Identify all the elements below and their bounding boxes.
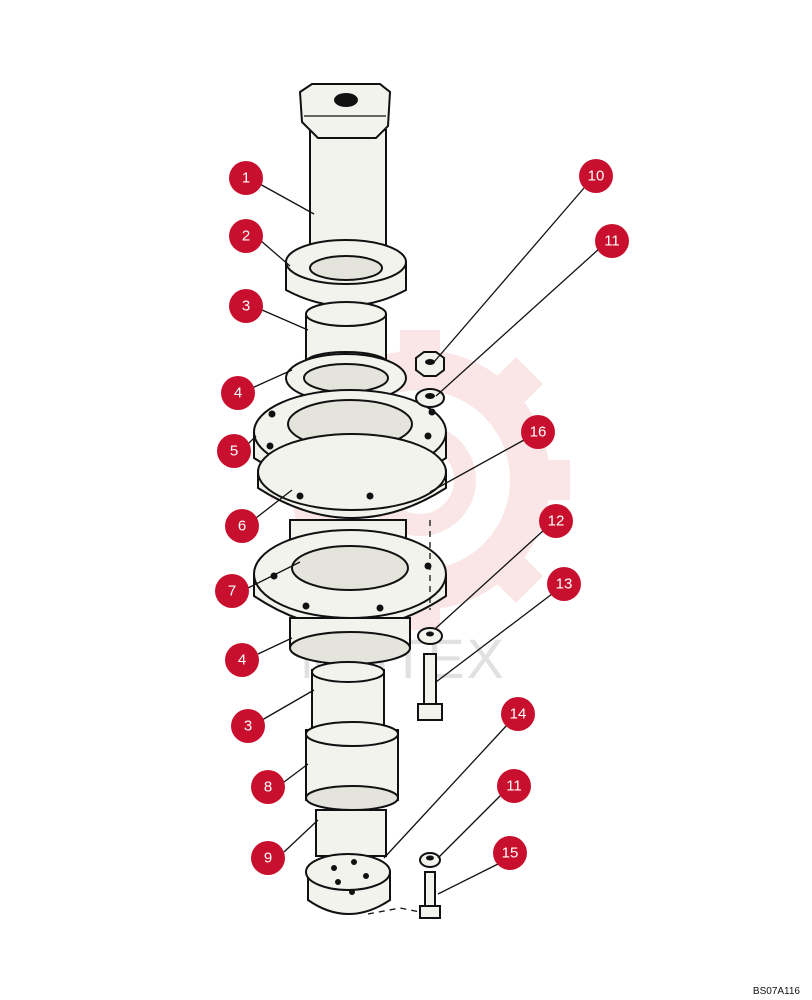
svg-text:12: 12 xyxy=(548,513,565,530)
svg-text:6: 6 xyxy=(238,518,246,535)
callout-3-lower: 3 xyxy=(231,709,265,743)
callout-9: 9 xyxy=(251,841,285,875)
callout-6: 6 xyxy=(225,509,259,543)
svg-text:11: 11 xyxy=(604,233,620,250)
callouts: 1 2 3 4 5 6 7 4 3 8 9 10 11 16 12 13 14 … xyxy=(215,159,629,875)
callout-2: 2 xyxy=(229,219,263,253)
part-seal-lower xyxy=(289,617,411,665)
svg-text:2: 2 xyxy=(242,228,250,245)
part-sleeve xyxy=(305,721,399,811)
callout-10: 10 xyxy=(579,159,613,193)
svg-text:1: 1 xyxy=(242,170,250,187)
callout-4-lower: 4 xyxy=(225,643,259,677)
callout-8: 8 xyxy=(251,770,285,804)
svg-text:3: 3 xyxy=(242,298,250,315)
part-bolt-short xyxy=(419,871,441,919)
callout-15: 15 xyxy=(493,836,527,870)
callout-7: 7 xyxy=(215,574,249,608)
callout-13: 13 xyxy=(547,567,581,601)
part-bolt-long xyxy=(417,653,443,721)
part-washer xyxy=(417,627,443,645)
svg-text:11: 11 xyxy=(506,778,522,795)
leader-lines xyxy=(243,182,601,895)
svg-text:5: 5 xyxy=(230,443,238,460)
callout-11-lower: 11 xyxy=(497,769,531,803)
part-seal-upper xyxy=(285,353,407,403)
callout-4: 4 xyxy=(221,376,255,410)
callout-11: 11 xyxy=(595,224,629,258)
part-lock-washer-upper xyxy=(415,388,445,408)
part-lock-washer-lower xyxy=(419,852,441,868)
part-plate xyxy=(257,433,447,519)
callout-1: 1 xyxy=(229,161,263,195)
part-bushing-lower xyxy=(311,661,385,731)
callout-5: 5 xyxy=(217,434,251,468)
svg-text:4: 4 xyxy=(238,652,246,669)
svg-text:7: 7 xyxy=(228,583,236,600)
svg-text:3: 3 xyxy=(244,718,252,735)
svg-text:10: 10 xyxy=(588,168,605,185)
svg-text:8: 8 xyxy=(264,779,272,796)
part-thrust-washer xyxy=(285,239,407,307)
svg-text:13: 13 xyxy=(556,576,573,593)
svg-text:15: 15 xyxy=(502,845,519,862)
svg-text:4: 4 xyxy=(234,385,242,402)
callout-12: 12 xyxy=(539,504,573,538)
shaft-assembly xyxy=(253,83,447,915)
callout-16: 16 xyxy=(521,415,555,449)
part-flange-lower xyxy=(253,519,447,629)
callout-14: 14 xyxy=(501,697,535,731)
svg-text:14: 14 xyxy=(510,706,527,723)
svg-text:16: 16 xyxy=(530,424,547,441)
part-end-cap xyxy=(305,809,391,915)
svg-text:9: 9 xyxy=(264,850,272,867)
reference-code: BS07A116 xyxy=(752,986,800,997)
hardware xyxy=(367,351,445,919)
callout-3: 3 xyxy=(229,289,263,323)
